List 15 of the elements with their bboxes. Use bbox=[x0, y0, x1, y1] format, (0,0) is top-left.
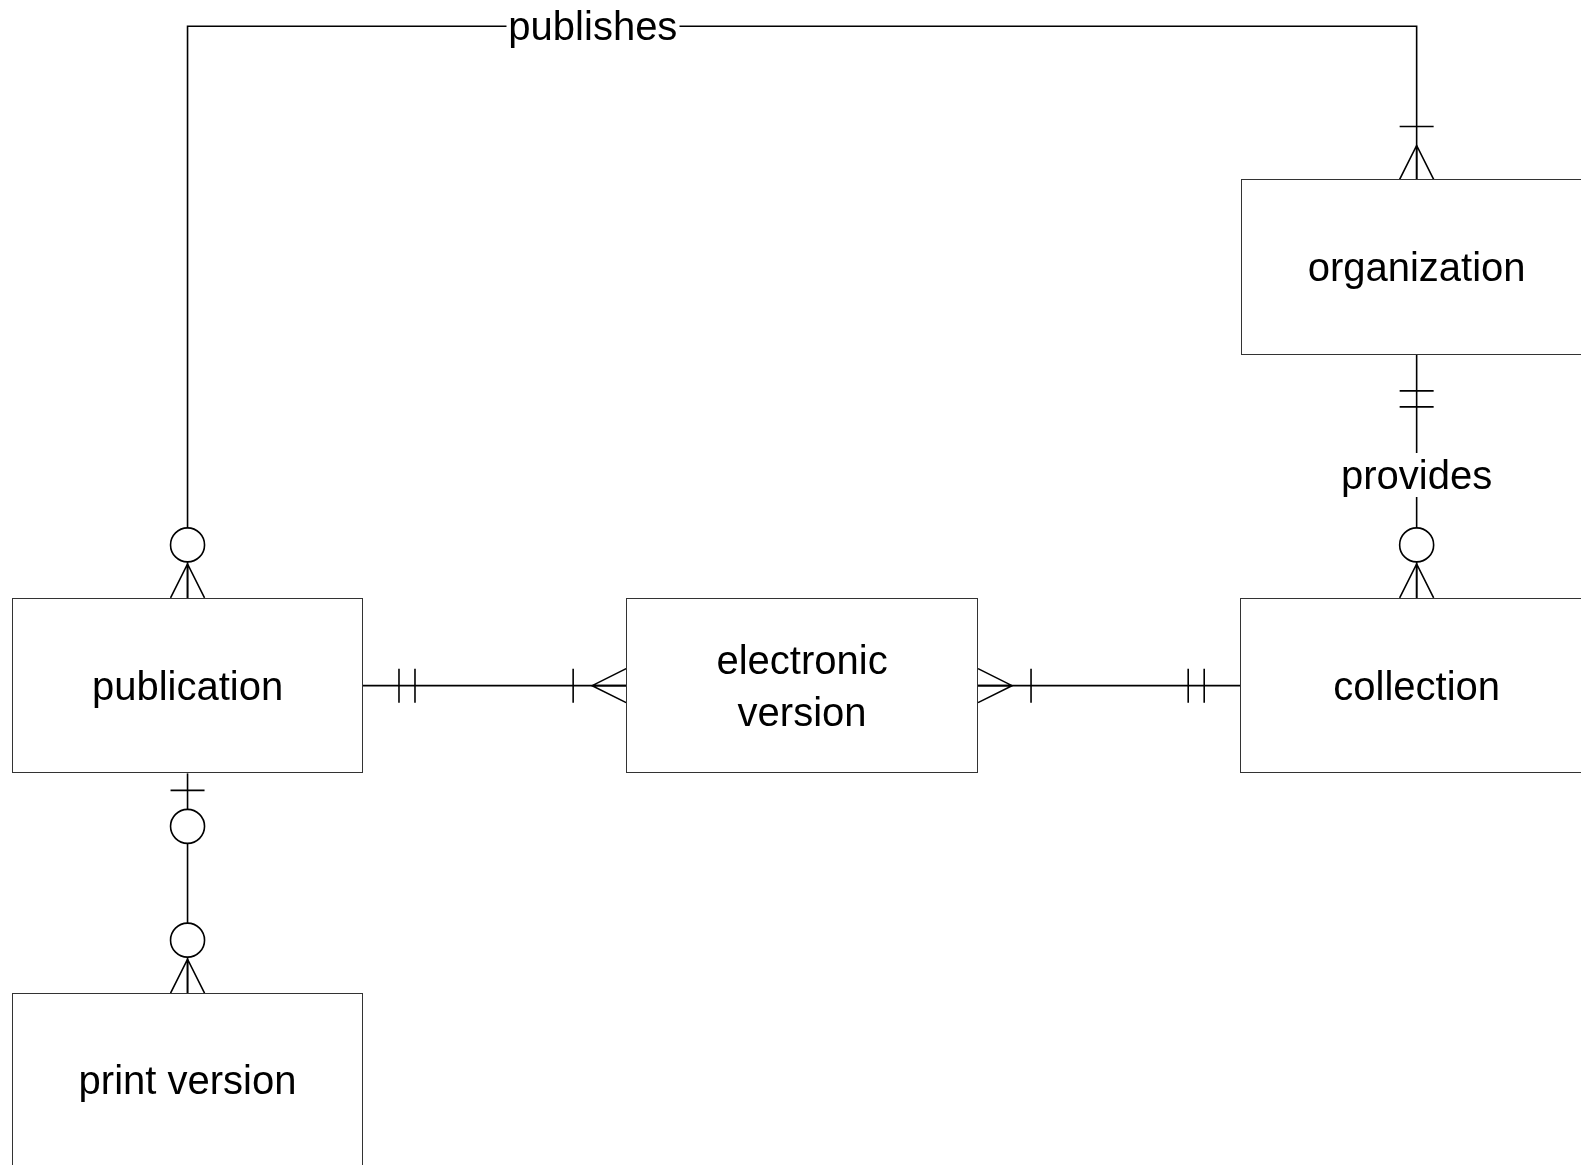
entity-name: print version bbox=[78, 1056, 297, 1104]
relationship-line bbox=[169, 25, 1435, 599]
entity-box bbox=[1240, 597, 1581, 774]
relationship-line bbox=[1398, 354, 1435, 599]
entity-name: collection bbox=[1333, 662, 1500, 710]
relationship-line bbox=[977, 667, 1241, 704]
relationship-line bbox=[362, 667, 627, 704]
entity-box bbox=[12, 993, 363, 1165]
entity-box bbox=[626, 597, 979, 774]
entity-name: electronic version bbox=[715, 636, 889, 736]
relationship-line bbox=[169, 772, 206, 994]
entity-name: publication bbox=[91, 662, 284, 710]
entity-box bbox=[1241, 179, 1581, 355]
entity-box bbox=[12, 597, 363, 774]
entity-name: organization bbox=[1307, 244, 1526, 292]
